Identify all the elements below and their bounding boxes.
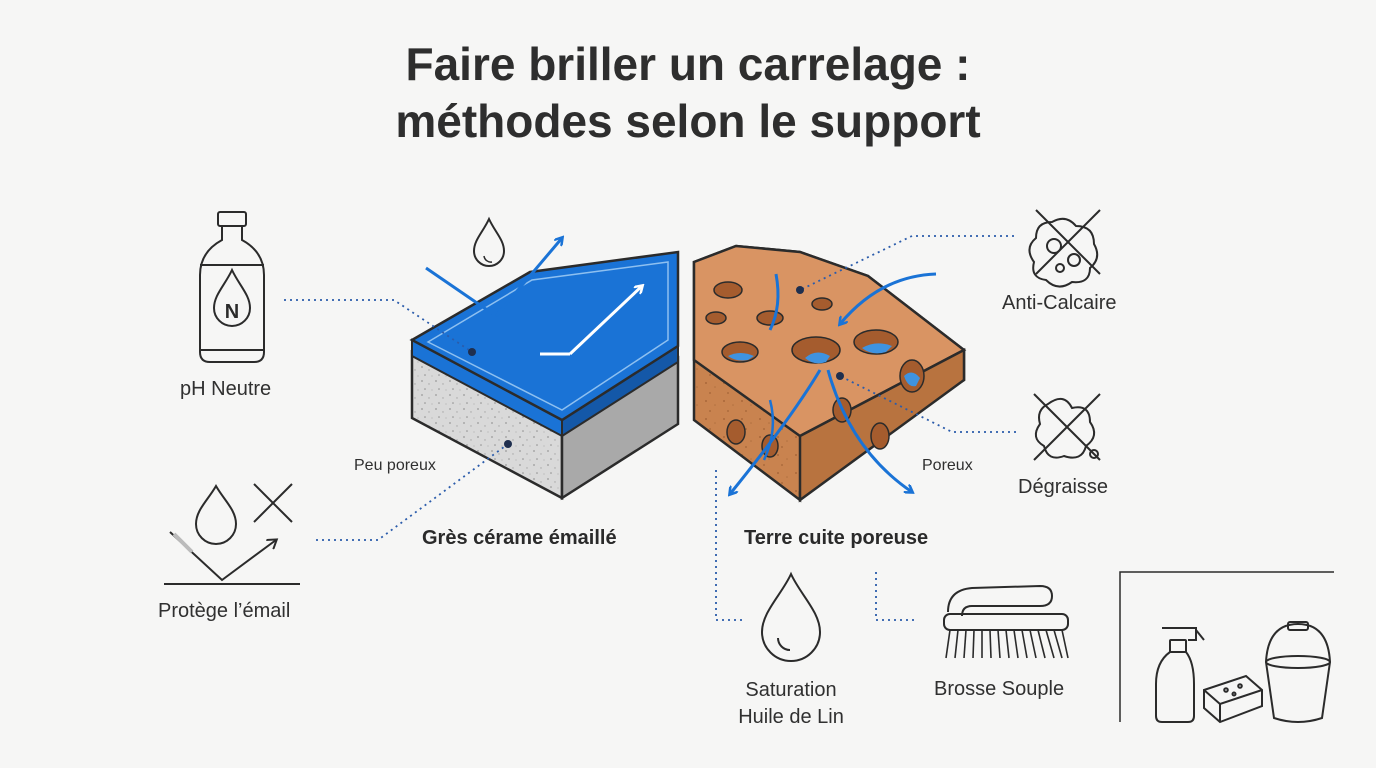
label-poreux: Poreux	[922, 457, 973, 474]
page-title: Faire briller un carrelage : méthodes se…	[0, 36, 1376, 150]
label-protege-email: Protège l’émail	[158, 600, 291, 622]
label-ph-neutre: pH Neutre	[180, 378, 272, 400]
label-saturation-line-1: Saturation	[745, 679, 837, 701]
title-line-1: Faire briller un carrelage :	[405, 38, 971, 90]
sponge-icon	[1203, 674, 1263, 724]
label-degraisse: Dégraisse	[1018, 476, 1109, 498]
protect-enamel-icon	[164, 483, 300, 585]
water-drop-icon	[472, 216, 506, 267]
spray-bottle-icon	[1155, 627, 1205, 723]
terre-cuite-block	[692, 244, 967, 503]
degrease-icon	[1033, 393, 1101, 461]
supplies-panel	[1119, 571, 1334, 722]
leader-dots	[468, 286, 844, 448]
anti-scale-icon	[1028, 209, 1101, 288]
label-saturation: Saturation Huile de Lin	[738, 677, 844, 731]
soft-brush-icon	[943, 584, 1069, 659]
label-saturation-line-2: Huile de Lin	[738, 706, 844, 728]
title-line-2: méthodes selon le support	[395, 95, 981, 147]
label-anti-calcaire: Anti-Calcaire	[1002, 292, 1117, 314]
bottle-icon	[199, 211, 265, 363]
bottle-letter: N	[225, 301, 239, 323]
oil-drop-icon	[760, 571, 822, 662]
leader-lines	[284, 235, 1016, 621]
bucket-icon	[1265, 621, 1331, 723]
label-brosse-souple: Brosse Souple	[934, 678, 1065, 700]
label-terre-cuite: Terre cuite poreuse	[744, 527, 929, 549]
label-peu-poreux: Peu poreux	[354, 457, 436, 474]
label-gres-cerame: Grès cérame émaillé	[422, 527, 617, 549]
gres-tile	[409, 238, 680, 501]
